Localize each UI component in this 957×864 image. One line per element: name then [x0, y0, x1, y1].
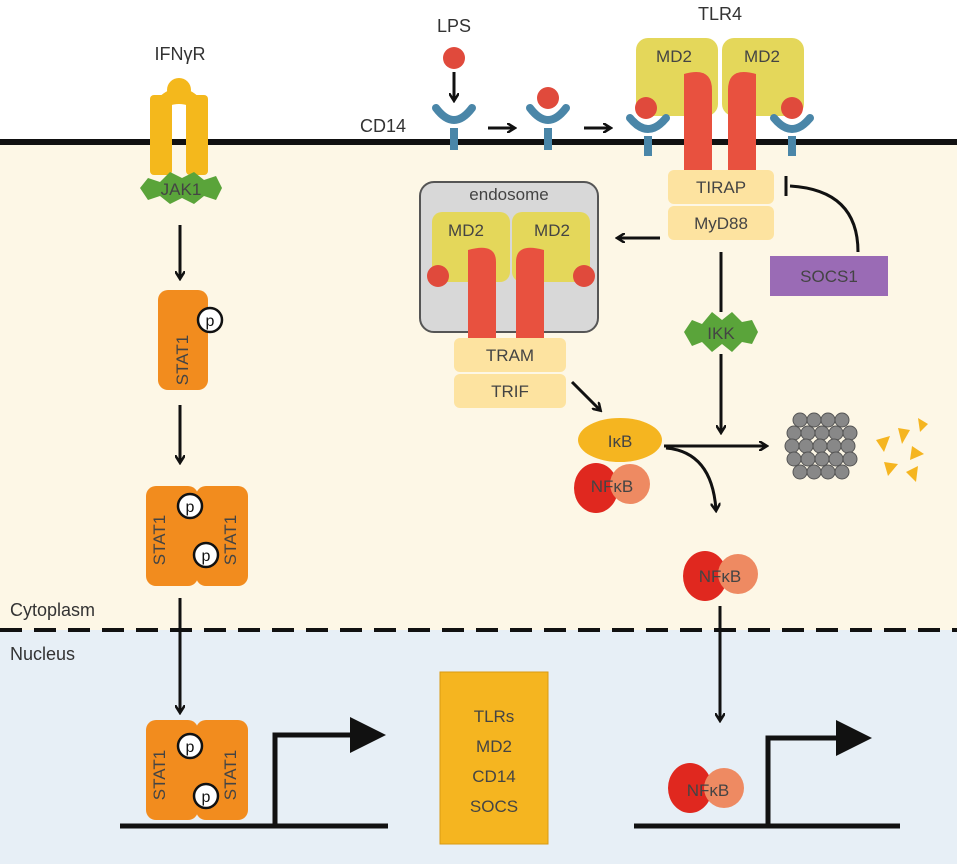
- stat1-label: STAT1: [221, 750, 240, 800]
- lps-molecule: [443, 47, 465, 69]
- stat1-label: STAT1: [221, 515, 240, 565]
- md2-label: MD2: [534, 221, 570, 240]
- phospho-label: p: [206, 313, 215, 330]
- stat1-label: STAT1: [150, 515, 169, 565]
- transcription-arrow-right: [765, 720, 872, 826]
- socs1-label: SOCS1: [800, 267, 858, 286]
- nfkb-label: NFκB: [591, 477, 634, 496]
- gene-line: CD14: [472, 767, 515, 786]
- tlr4-complex: MD2 MD2: [626, 38, 814, 170]
- stat1-dimer-nuclear: p p STAT1 STAT1: [146, 720, 248, 820]
- gene-line: TLRs: [474, 707, 515, 726]
- ifngr-label: IFNγR: [155, 44, 206, 64]
- endosome: endosome MD2 MD2: [419, 181, 599, 338]
- ikb-nfkb-complex: IκB NFκB: [574, 418, 662, 513]
- nucleus-label: Nucleus: [10, 644, 75, 664]
- jak1-kinase: JAK1: [140, 172, 222, 204]
- cytoplasm-label: Cytoplasm: [10, 600, 95, 620]
- tirap-label: TIRAP: [696, 178, 746, 197]
- phospho-label: p: [202, 548, 211, 565]
- cd14-receptor: [432, 104, 476, 150]
- nfkb-label: NFκB: [699, 567, 742, 586]
- arrow-nfkb-release: [665, 446, 716, 510]
- cd14-lps-complex: [526, 87, 570, 150]
- md2-label: MD2: [448, 221, 484, 240]
- transcription-arrow-left: [272, 717, 386, 826]
- phospho-label: p: [202, 789, 211, 806]
- myd88-adaptor: MyD88: [668, 206, 774, 240]
- lps-label: LPS: [437, 16, 471, 36]
- phospho-label: p: [186, 739, 195, 756]
- arrow-trif-ikb: [570, 380, 600, 410]
- target-genes-box: TLRs MD2 CD14 SOCS: [439, 671, 549, 845]
- socs1-box: SOCS1: [770, 256, 888, 296]
- tirap-adaptor: TIRAP: [668, 170, 774, 204]
- phospho-label: p: [186, 499, 195, 516]
- degraded-fragments: [876, 418, 928, 482]
- socs1-inhibition: [789, 184, 860, 253]
- tram-adaptor: TRAM: [454, 338, 566, 372]
- nfkb-free: NFκB: [683, 551, 758, 601]
- ikk-kinase: IKK: [684, 312, 758, 352]
- nfkb-label: NFκB: [687, 781, 730, 800]
- stat1-monomer: p STAT1: [158, 290, 224, 390]
- ifngr-receptor: [150, 78, 208, 175]
- stat1-label: STAT1: [173, 335, 192, 385]
- endosome-label: endosome: [469, 185, 548, 204]
- stat1-label: STAT1: [150, 750, 169, 800]
- stat1-dimer: p p STAT1 STAT1: [146, 486, 248, 586]
- tlr4-label: TLR4: [698, 4, 742, 24]
- trif-label: TRIF: [491, 382, 529, 401]
- nfkb-nuclear: NFκB: [668, 763, 744, 813]
- trif-adaptor: TRIF: [454, 374, 566, 408]
- tram-label: TRAM: [486, 346, 534, 365]
- gene-line: MD2: [476, 737, 512, 756]
- gene-line: SOCS: [470, 797, 518, 816]
- cd14-label: CD14: [360, 116, 406, 136]
- md2-label: MD2: [656, 47, 692, 66]
- myd88-label: MyD88: [694, 214, 748, 233]
- jak1-label: JAK1: [161, 180, 202, 199]
- ikk-label: IKK: [707, 324, 735, 343]
- proteasome: [784, 412, 858, 480]
- md2-label: MD2: [744, 47, 780, 66]
- ikb-label: IκB: [608, 432, 633, 451]
